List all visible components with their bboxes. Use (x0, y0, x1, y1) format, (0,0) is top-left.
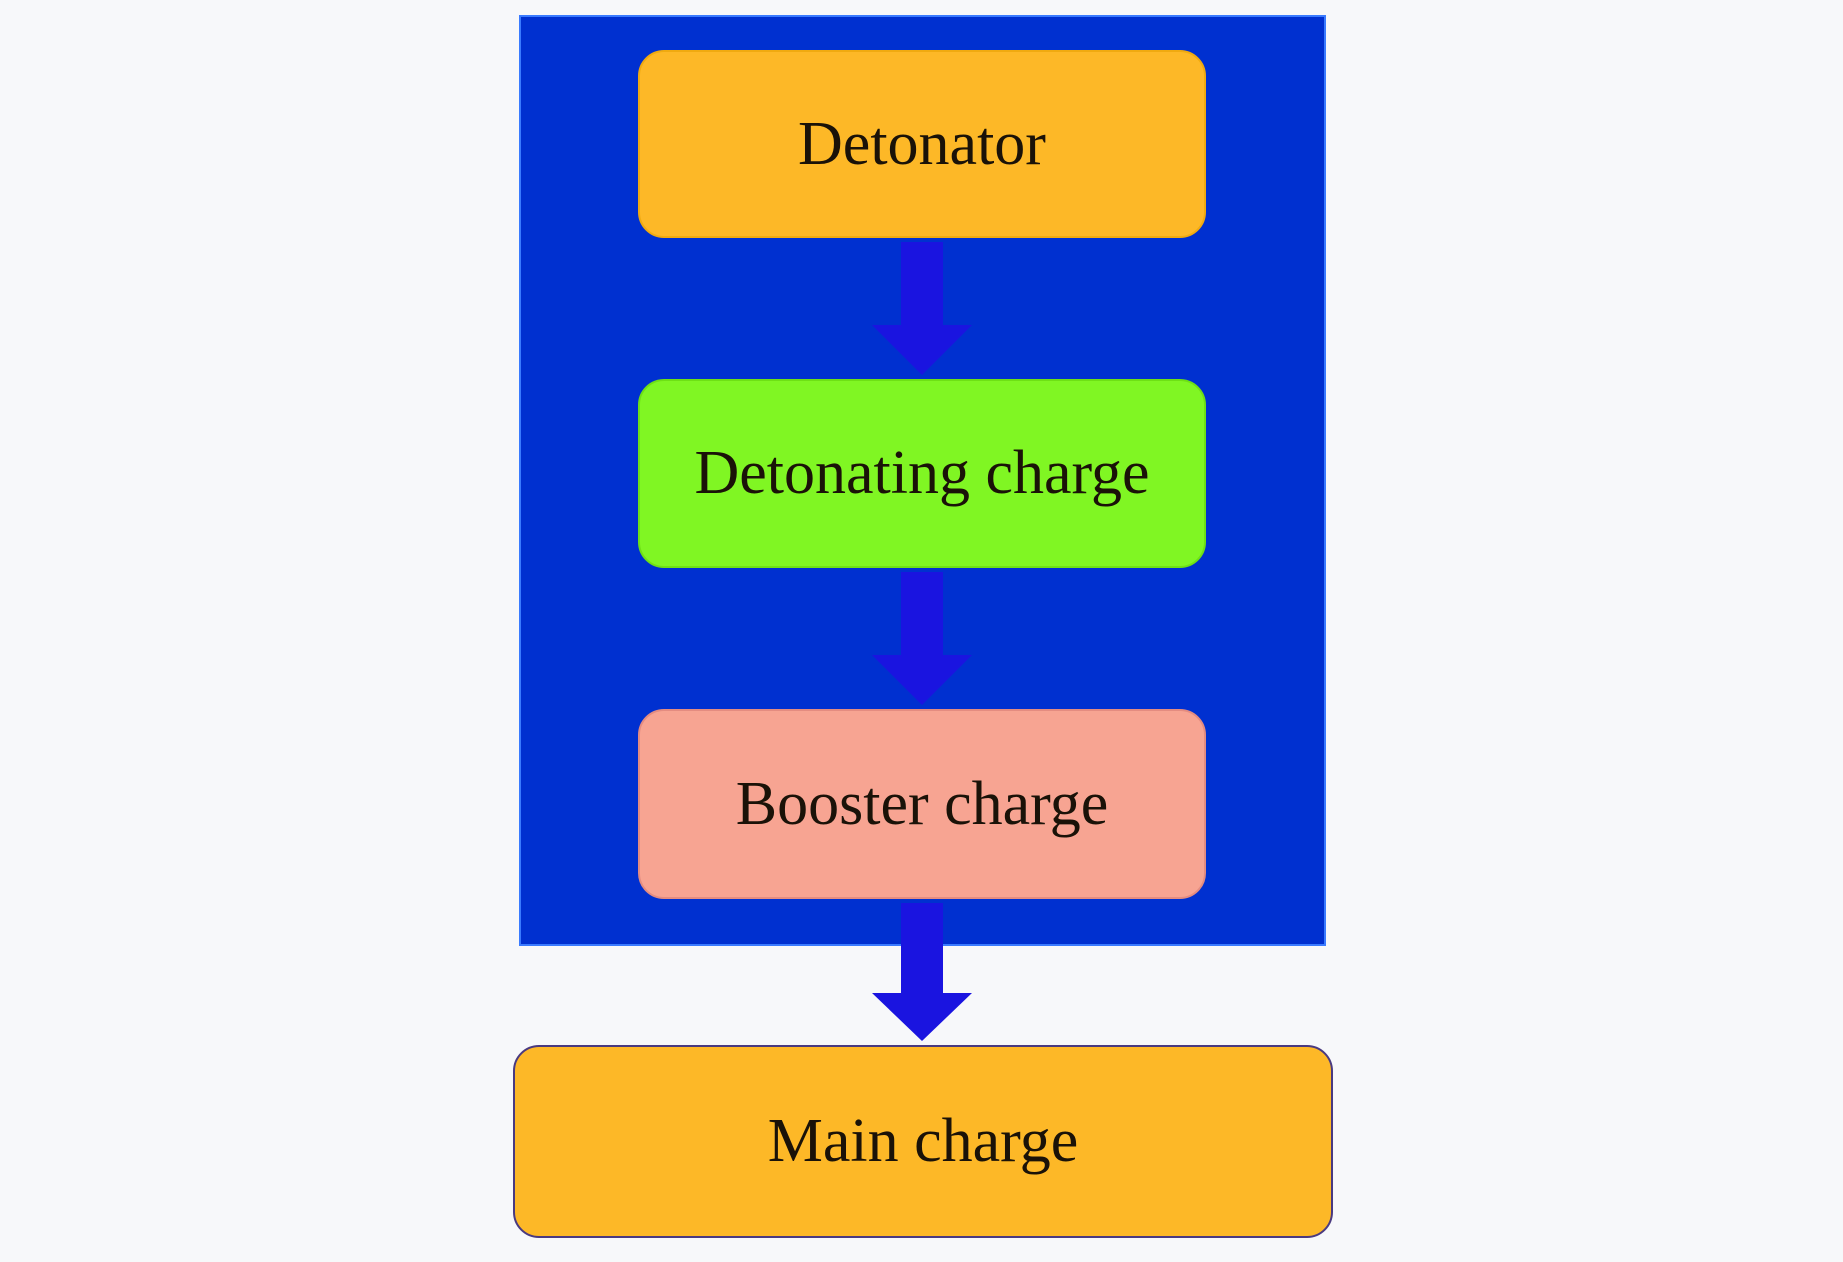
detonating-charge-label: Detonating charge (694, 439, 1150, 507)
detonator-box: Detonator (638, 50, 1206, 238)
booster-charge-box: Booster charge (638, 709, 1206, 899)
main-charge-box: Main charge (513, 1045, 1333, 1238)
main-charge-label: Main charge (767, 1107, 1079, 1175)
detonating-charge-box: Detonating charge (638, 379, 1206, 568)
booster-charge-label: Booster charge (735, 769, 1109, 838)
detonator-label: Detonator (798, 109, 1046, 178)
